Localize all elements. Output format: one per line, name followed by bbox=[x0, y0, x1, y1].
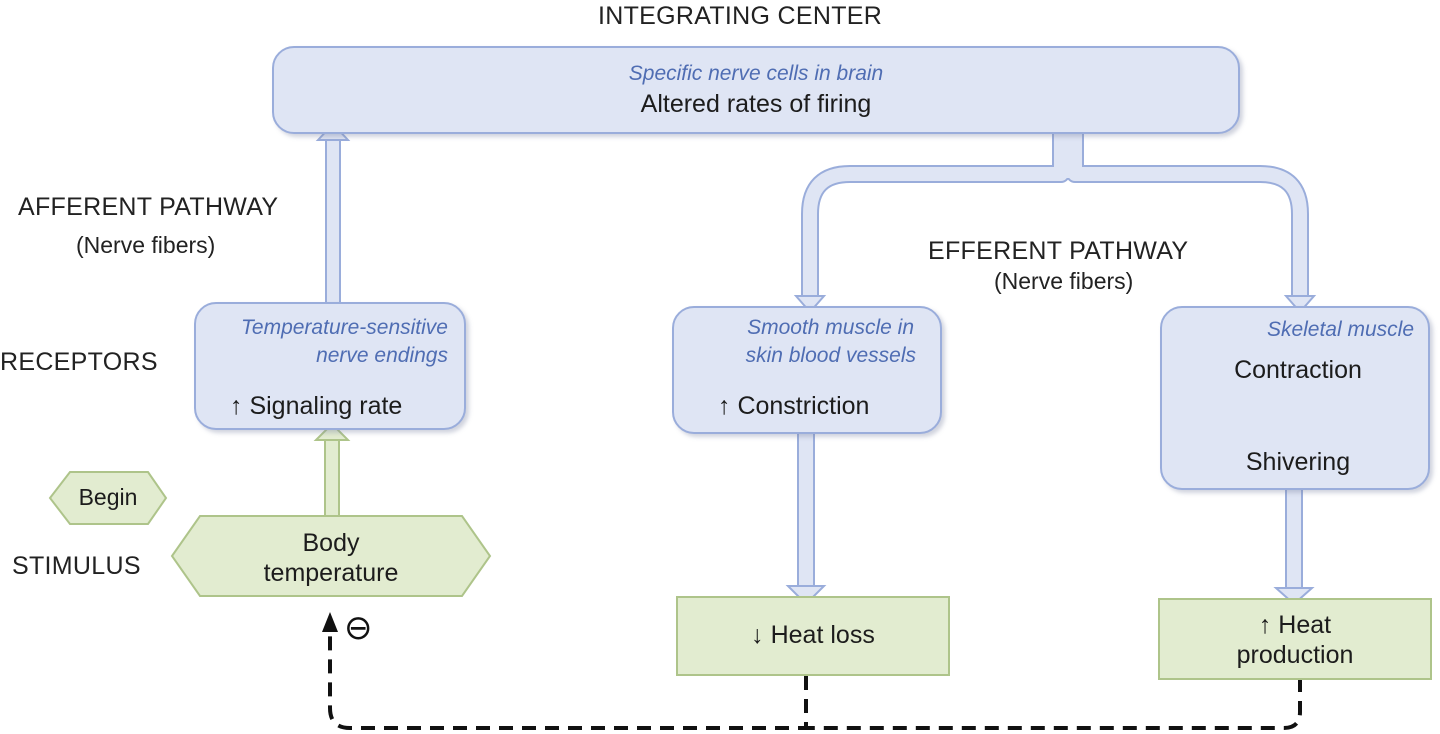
constriction-to-heat-loss-arrow bbox=[785, 429, 827, 606]
begin-text: Begin bbox=[78, 484, 138, 510]
afferent-arrow bbox=[315, 122, 351, 305]
skeletal-muscle-subtitle: Skeletal muscle bbox=[1266, 318, 1414, 341]
smooth-muscle-box: Smooth muscle in skin blood vessels ↑ Co… bbox=[672, 306, 942, 434]
receptors-subtitle-line1: Temperature-sensitive bbox=[241, 316, 448, 339]
smooth-muscle-subtitle-line1: Smooth muscle in bbox=[747, 316, 914, 339]
stimulus-line1: Body bbox=[302, 529, 360, 557]
receptors-text: ↑ Signaling rate bbox=[230, 392, 403, 420]
efferent-pathway-sub: (Nerve fibers) bbox=[994, 268, 1134, 294]
heat-production-line1: ↑ Heat bbox=[1258, 611, 1332, 639]
feedback-arrowhead bbox=[322, 612, 338, 632]
stimulus-label: STIMULUS bbox=[12, 552, 141, 580]
afferent-pathway-sub: (Nerve fibers) bbox=[76, 232, 216, 258]
efferent-pathway-title: EFFERENT PATHWAY bbox=[928, 237, 1189, 265]
contraction-text: Contraction bbox=[1234, 356, 1362, 384]
stimulus-line2: temperature bbox=[263, 559, 399, 587]
integrating-center-box: Specific nerve cells in brain Altered ra… bbox=[272, 46, 1240, 134]
stimulus-to-receptor-arrow bbox=[313, 422, 351, 519]
heat-production-line2: production bbox=[1236, 641, 1354, 669]
shivering-to-heat-production-arrow bbox=[1273, 487, 1315, 606]
heat-loss-text: ↓ Heat loss bbox=[751, 621, 875, 649]
smooth-muscle-text: ↑ Constriction bbox=[718, 392, 870, 420]
afferent-pathway-title: AFFERENT PATHWAY bbox=[18, 193, 279, 221]
integrating-center-heading: INTEGRATING CENTER bbox=[598, 2, 883, 30]
heat-loss-box: ↓ Heat loss bbox=[676, 596, 950, 676]
integrating-center-text: Altered rates of firing bbox=[640, 90, 872, 118]
heat-production-body: ↑ Heat production bbox=[1160, 610, 1430, 670]
negative-feedback-line bbox=[328, 628, 1302, 730]
receptors-subtitle-line2: nerve endings bbox=[316, 344, 448, 367]
stimulus-body: Body temperature bbox=[172, 528, 490, 588]
efferent-branch bbox=[793, 132, 1317, 314]
negative-feedback-symbol: ⊖ bbox=[344, 609, 373, 647]
shivering-text: Shivering bbox=[1245, 448, 1351, 476]
skeletal-muscle-box: Skeletal muscle Contraction Shivering bbox=[1160, 306, 1430, 490]
receptors-label: RECEPTORS bbox=[0, 348, 158, 376]
smooth-muscle-subtitle-line2: skin blood vessels bbox=[745, 344, 916, 367]
integrating-center-subtitle: Specific nerve cells in brain bbox=[628, 62, 884, 85]
heat-production-box: ↑ Heat production bbox=[1158, 598, 1432, 680]
receptors-box: Temperature-sensitive nerve endings ↑ Si… bbox=[194, 302, 466, 430]
